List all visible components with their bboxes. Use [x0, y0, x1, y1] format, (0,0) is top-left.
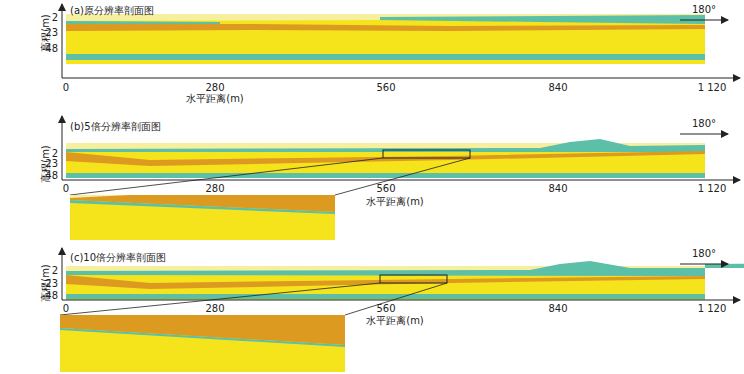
axis-title: 水平距离(m): [366, 315, 424, 326]
axis-title: 水平距离(m): [186, 93, 244, 104]
elevation-tick: 2: [52, 12, 58, 23]
distance-tick: 1 120: [698, 183, 727, 194]
distance-tick: 840: [548, 82, 567, 93]
axes: [62, 4, 740, 300]
panel-title: (b)5倍分辨率剖面图: [70, 121, 161, 132]
distance-tick: 0: [63, 82, 69, 93]
distance-tick: 0: [63, 183, 69, 194]
direction-label: 180°: [692, 248, 716, 259]
profile-section-b: [66, 139, 705, 240]
axis-title: 高程(m): [40, 264, 51, 302]
panel-title: (c)10倍分辨率剖面图: [70, 252, 166, 263]
direction-label: 180°: [692, 4, 716, 15]
distance-tick: 280: [205, 183, 224, 194]
profile-section-a: [66, 14, 705, 64]
distance-tick: 280: [205, 82, 224, 93]
distance-tick: 560: [376, 82, 395, 93]
axis-title: 高程(m): [40, 145, 51, 183]
elevation-tick: 2: [52, 265, 58, 276]
distance-tick: 560: [376, 183, 395, 194]
distance-tick: 560: [376, 303, 395, 314]
distance-tick: 0: [63, 303, 69, 314]
panel-title: (a)原分辨率剖面图: [70, 5, 154, 16]
axis-title: 高程(m): [40, 14, 51, 52]
direction-label: 180°: [692, 118, 716, 129]
distance-tick: 1 120: [698, 82, 727, 93]
profile-section-c: [60, 261, 744, 372]
distance-tick: 1 120: [698, 303, 727, 314]
distance-tick: 280: [205, 303, 224, 314]
distance-tick: 840: [548, 183, 567, 194]
distance-tick: 840: [548, 303, 567, 314]
elevation-tick: 2: [52, 148, 58, 159]
axis-title: 水平距离(m): [366, 196, 424, 207]
